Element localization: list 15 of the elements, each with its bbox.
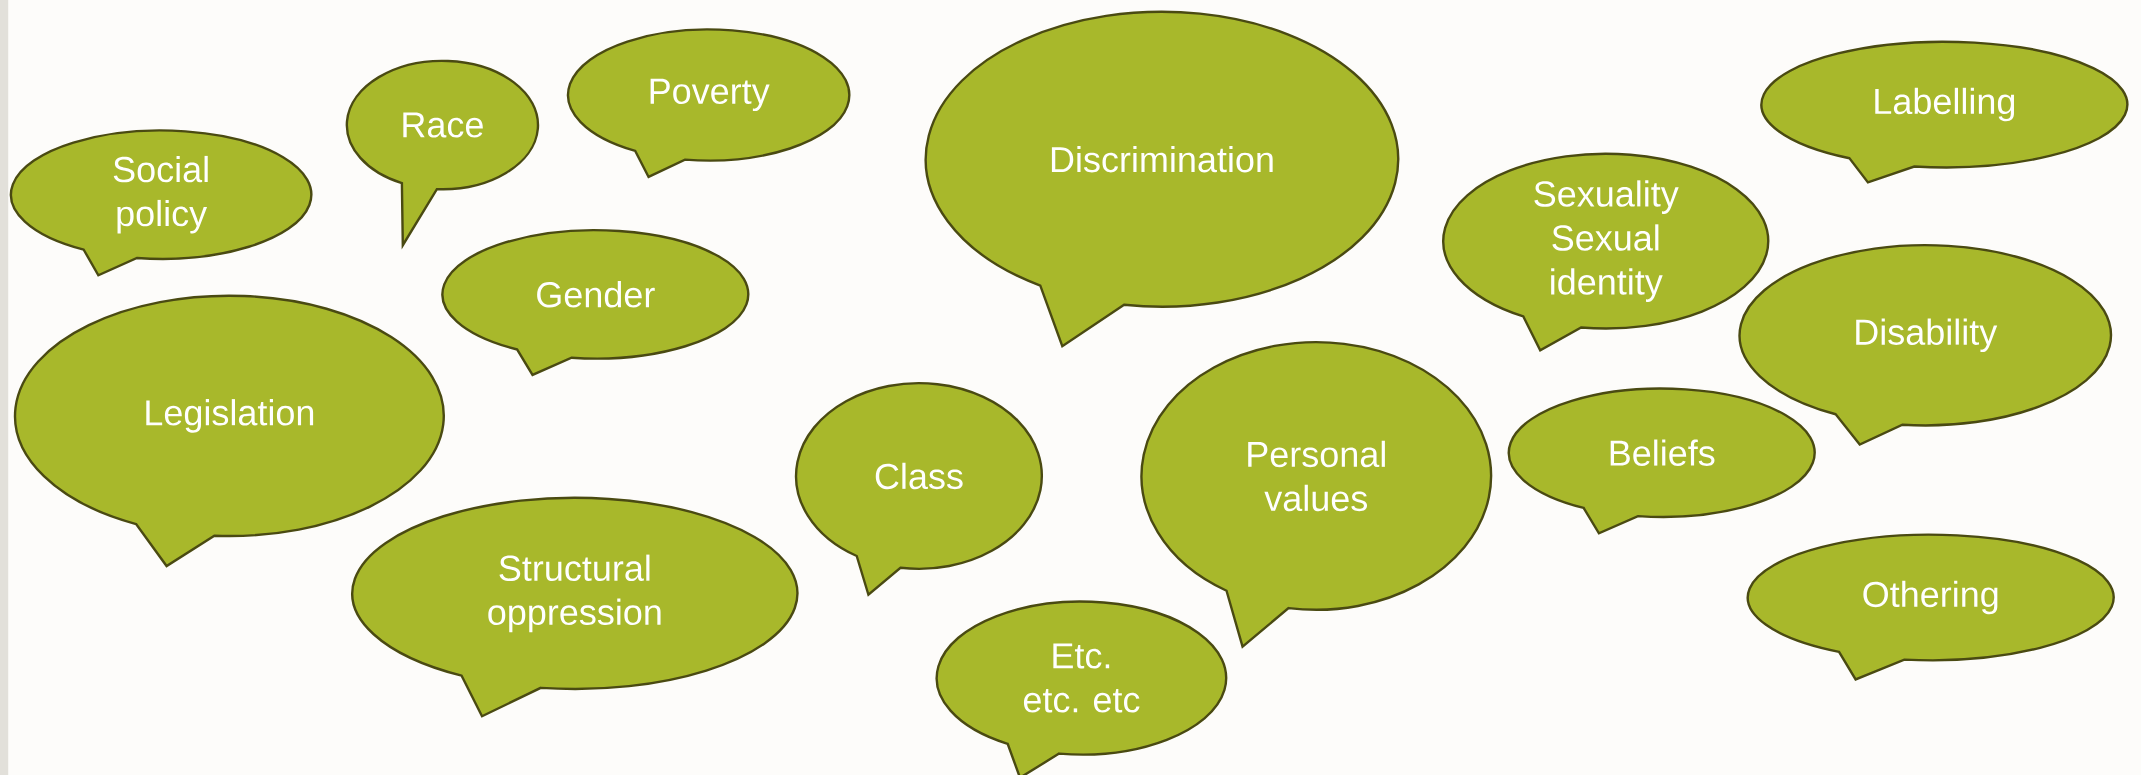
speech-bubble: Disability (1738, 244, 2113, 446)
speech-bubble: Sexuality Sexual identity (1442, 152, 1770, 352)
speech-bubble: Beliefs (1507, 387, 1816, 535)
speech-bubble: Race (345, 59, 540, 247)
speech-bubble: Social policy (9, 129, 313, 277)
speech-bubble: Discrimination (924, 10, 1400, 348)
speech-bubble: Class (795, 381, 1043, 596)
speech-bubble: Personal values (1140, 340, 1493, 648)
speech-bubble: Gender (441, 229, 750, 377)
speech-bubble: Poverty (566, 28, 851, 179)
speech-bubble: Labelling (1760, 40, 2129, 184)
speech-bubble: Etc. etc. etc (935, 600, 1228, 775)
speech-bubble: Othering (1746, 533, 2115, 681)
speech-bubble: Structural oppression (351, 496, 799, 718)
speech-bubble: Legislation (13, 294, 445, 568)
